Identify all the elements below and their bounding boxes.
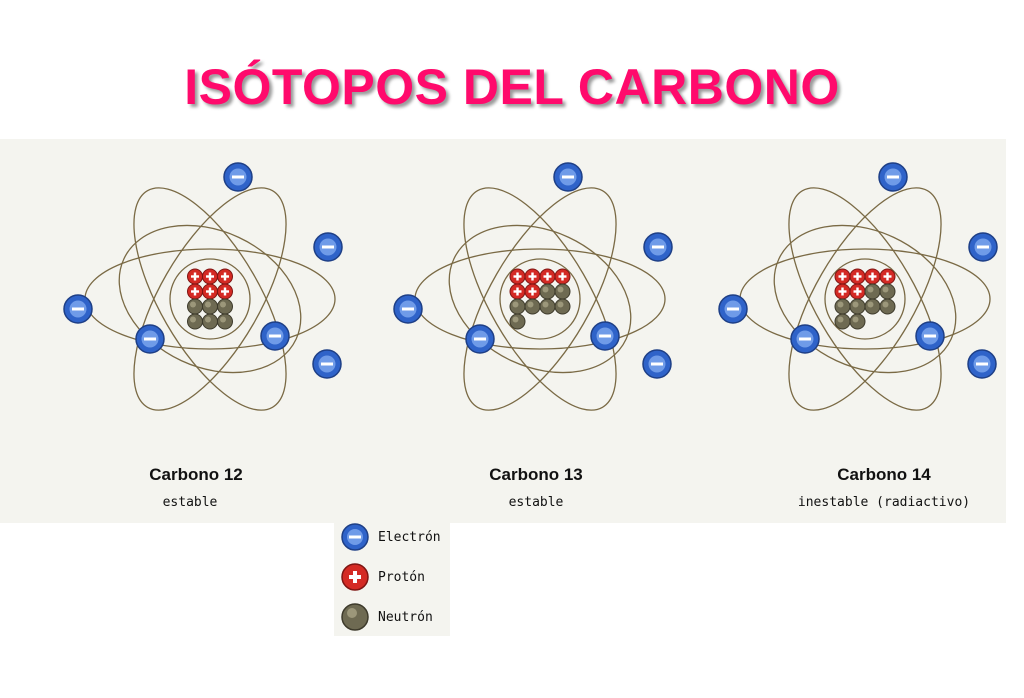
electron [590, 321, 620, 351]
electron [553, 162, 583, 192]
isotope-name: Carbono 14 [837, 465, 931, 484]
proton [217, 268, 233, 285]
legend-item-neutron: Neutrón [340, 602, 450, 634]
neutron [554, 298, 571, 315]
inner-orbit-ring [499, 258, 581, 340]
electron [465, 324, 495, 354]
orbit-ring [133, 187, 287, 411]
neutron [202, 313, 218, 330]
neutron-icon [341, 603, 369, 631]
orbit-ring [463, 187, 617, 411]
proton [864, 268, 881, 285]
proton [554, 268, 571, 285]
orbit-ring [773, 224, 957, 374]
isotope-name: Carbono 12 [149, 465, 243, 484]
neutron [834, 313, 851, 330]
neutron [187, 298, 203, 315]
isotope-status: inestable (radiactivo) [797, 495, 971, 510]
neutron [864, 283, 881, 300]
neutron [524, 298, 541, 315]
electron [135, 324, 165, 354]
electron-icon [341, 523, 369, 551]
legend: Electrón Protón Neutrón [334, 518, 450, 636]
proton [187, 283, 203, 300]
neutron [834, 298, 851, 315]
legend-label-electron: Electrón [378, 530, 441, 545]
proton [217, 283, 233, 300]
electron [915, 321, 945, 351]
legend-item-electron: Electrón [340, 522, 450, 554]
proton [524, 268, 541, 285]
proton [834, 268, 851, 285]
proton [539, 268, 556, 285]
electron [313, 232, 343, 262]
neutron [864, 298, 881, 315]
proton [834, 283, 851, 300]
electron [63, 294, 93, 324]
proton [202, 268, 218, 285]
orbit-ring [788, 187, 942, 411]
neutron [879, 283, 896, 300]
electron [642, 349, 672, 379]
neutron [217, 313, 233, 330]
electron [223, 162, 253, 192]
proton [849, 268, 866, 285]
electron [393, 294, 423, 324]
legend-item-proton: Protón [340, 562, 450, 594]
proton [879, 268, 896, 285]
neutron [217, 298, 233, 315]
orbit-ring [788, 187, 942, 411]
proton [187, 268, 203, 285]
neutron [879, 298, 896, 315]
legend-label-neutron: Neutrón [378, 610, 433, 625]
isotope-name: Carbono 13 [489, 465, 583, 484]
proton [524, 283, 541, 300]
inner-orbit-ring [169, 258, 251, 340]
isotope-status: estable [508, 495, 564, 510]
isotope-status: estable [162, 495, 218, 510]
electron [790, 324, 820, 354]
isotope-diagram-panel: Carbono 12 estable Carbono 13 estable Ca… [0, 139, 1006, 523]
electron [260, 321, 290, 351]
proton [202, 283, 218, 300]
orbit-ring [118, 224, 302, 374]
atom-carbono-14 [718, 162, 998, 411]
orbit-ring [448, 224, 632, 374]
neutron [539, 298, 556, 315]
electron [968, 232, 998, 262]
orbit-ring [133, 187, 287, 411]
electron [878, 162, 908, 192]
electron [718, 294, 748, 324]
electron [312, 349, 342, 379]
inner-orbit-ring [824, 258, 906, 340]
neutron [539, 283, 556, 300]
neutron [202, 298, 218, 315]
proton-icon [341, 563, 369, 591]
orbit-ring [463, 187, 617, 411]
neutron [187, 313, 203, 330]
neutron [554, 283, 571, 300]
proton [509, 268, 526, 285]
neutron [849, 313, 866, 330]
neutron [849, 298, 866, 315]
proton [509, 283, 526, 300]
neutron [509, 313, 526, 330]
legend-label-proton: Protón [378, 570, 425, 585]
electron [643, 232, 673, 262]
neutron [509, 298, 526, 315]
page-title: ISÓTOPOS DEL CARBONO [184, 59, 840, 115]
atom-carbono-12 [63, 162, 343, 411]
atom-carbono-13 [393, 162, 673, 411]
proton [849, 283, 866, 300]
electron [967, 349, 997, 379]
